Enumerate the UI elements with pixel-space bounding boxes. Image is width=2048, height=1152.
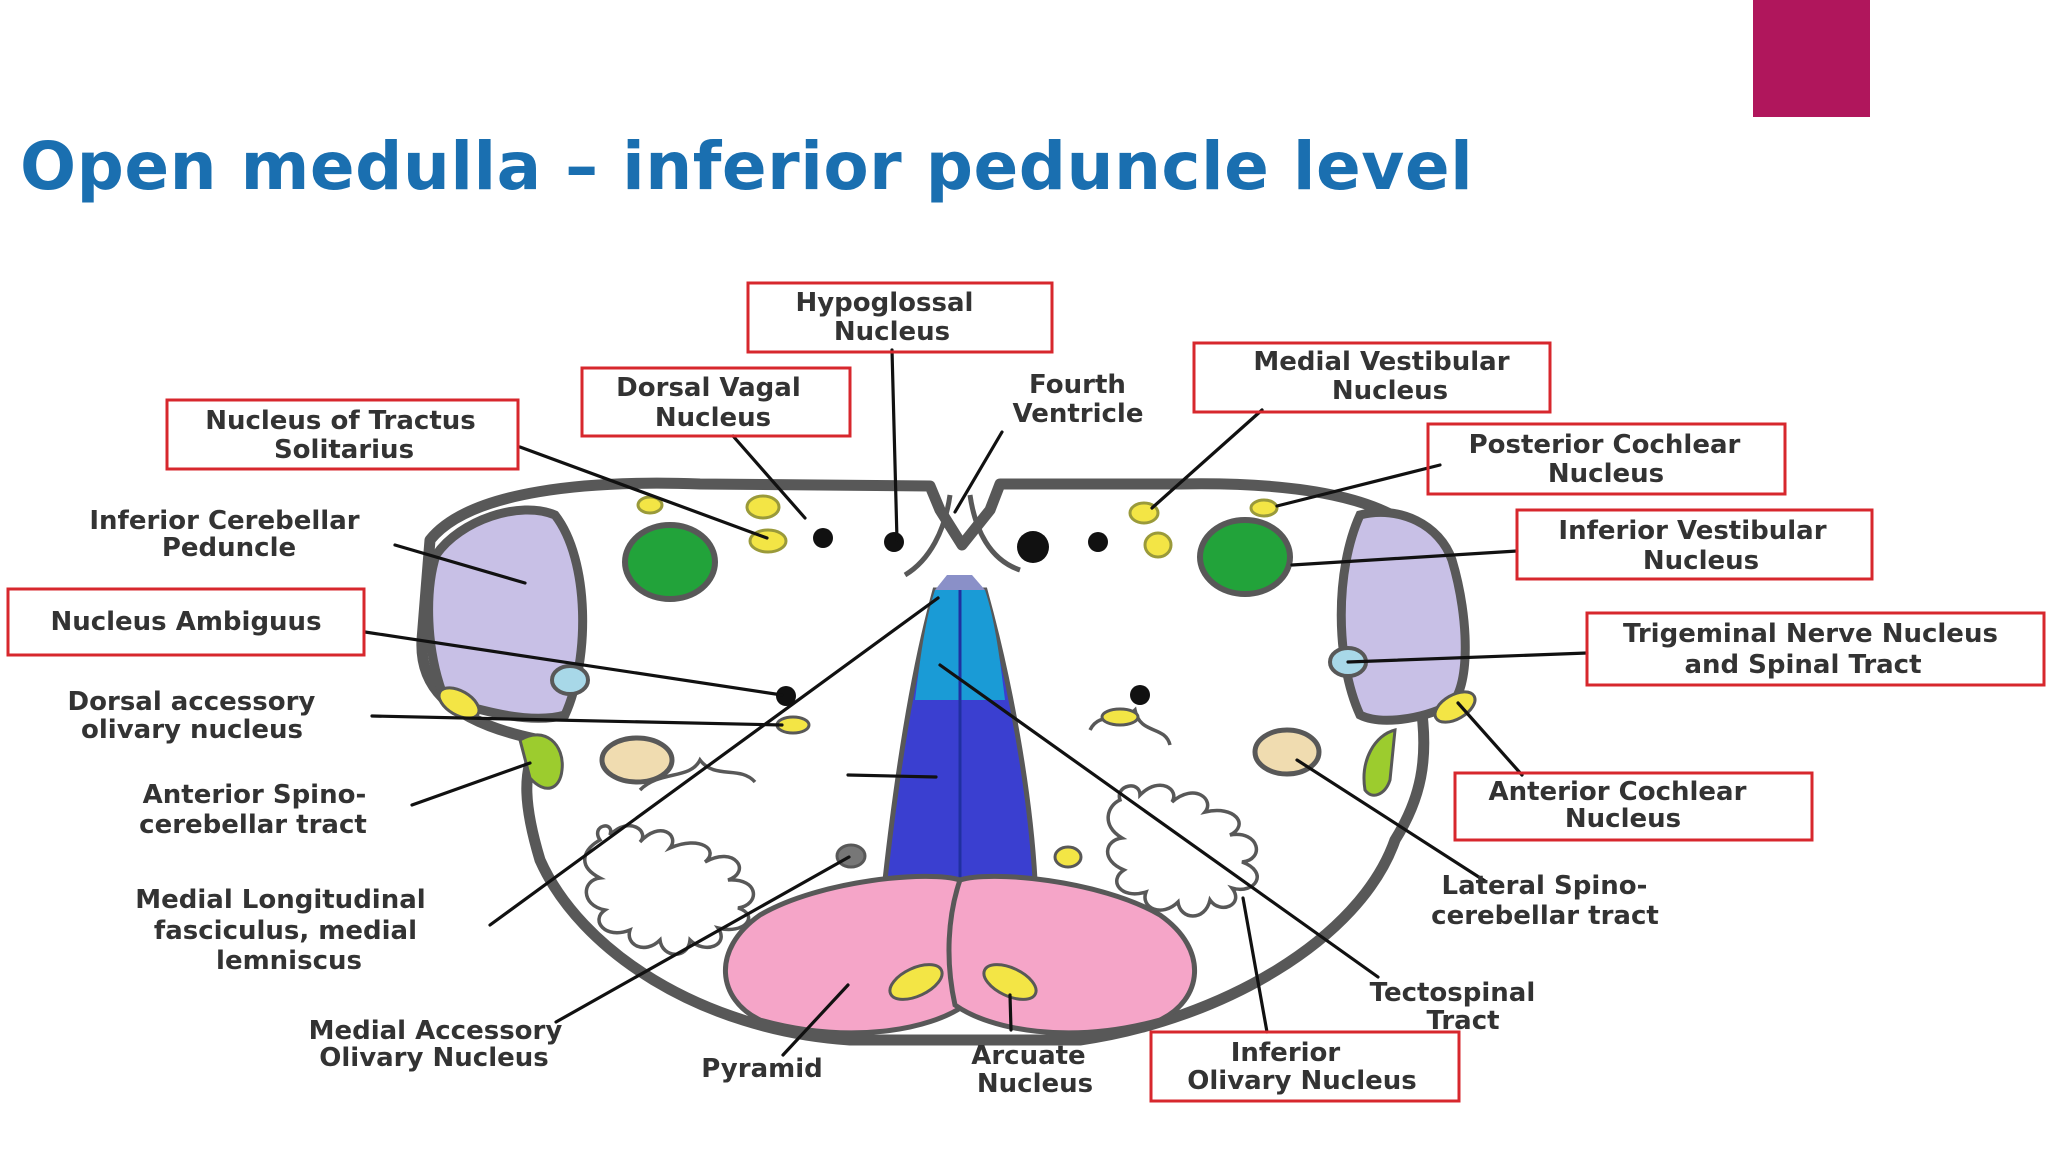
leader-mlf (488, 596, 940, 927)
label-medial-vestibular-nucleus: Medial Vestibular Nucleus (1253, 347, 1518, 406)
label-anterior-cochlear-nucleus: Anterior Cochlear Nucleus (1488, 777, 1755, 834)
box-medial-vestibular (1192, 341, 1552, 414)
inferior-cerebellar-peduncle-left (424, 505, 588, 723)
dorsal-yellow-nuclei (636, 494, 1279, 559)
label-dorsal-accessory-olivary-nucleus: Dorsal accessory olivary nucleus (68, 687, 325, 745)
label-pyramid: Pyramid (701, 1054, 822, 1084)
leader-solitarius (518, 445, 769, 540)
label-dorsal-vagal-nucleus: Dorsal Vagal Nucleus (616, 373, 810, 433)
leader-tectospinal (938, 663, 1380, 979)
mlf-top (935, 575, 985, 590)
label-arcuate-nucleus: Arcuate Nucleus (971, 1041, 1095, 1099)
dorsal-accessory-olive-right (1088, 706, 1172, 746)
black-dots (776, 528, 1150, 706)
leader-arcuate (1008, 993, 1013, 1032)
dorsal-vagal-nucleus-left (745, 494, 781, 520)
leader-lateral-spinocerebellar (1295, 758, 1487, 883)
nucleus-ambiguus-left-yellow (437, 686, 481, 720)
vestibular-nucleus-right (1197, 517, 1293, 597)
accent-block (1753, 0, 1870, 117)
label-medial-accessory-olivary-nucleus: Medial Accessory Olivary Nucleus (309, 1016, 572, 1073)
box-inferior-vestibular (1515, 508, 1874, 581)
dot-right-large (1017, 531, 1049, 563)
leader-posterior-cochlear (1275, 463, 1442, 508)
label-posterior-cochlear-nucleus: Posterior Cochlear Nucleus (1469, 430, 1750, 489)
leader-inferior-olivary (1241, 896, 1269, 1034)
label-anterior-spinocerebellar-tract: Anterior Spino- cerebellar tract (139, 780, 375, 840)
label-tectospinal-tract: Tectospinal Tract (1370, 978, 1545, 1036)
labels: Hypoglossal Nucleus Dorsal Vagal Nucleus… (50, 288, 2007, 1099)
leader-medial-vestibular (1150, 408, 1264, 510)
leader-pyramid (781, 983, 850, 1057)
label-medial-longitudinal-fasciculus: Medial Longitudinal fasciculus, medial l… (135, 885, 435, 976)
dorsal-accessory-olivary-right (1100, 707, 1140, 727)
dot-hypoglossal (884, 532, 904, 552)
leader-inferior-vestibular (1290, 549, 1519, 567)
medial-accessory-olivary-right (1053, 845, 1083, 869)
leader-dorsal-vagal (731, 434, 807, 520)
label-inferior-vestibular-nucleus: Inferior Vestibular Nucleus (1558, 516, 1835, 576)
leader-anterior-cochlear (1456, 701, 1524, 777)
trigeminal-nucleus-left (550, 664, 590, 696)
spinocerebellar-tract-right (1362, 728, 1397, 797)
dot-dorsal-vagal (813, 528, 833, 548)
arcuate-nucleus-left (888, 963, 944, 1001)
midline-raphe (903, 494, 1021, 578)
leader-hypoglossal (890, 348, 899, 542)
label-boxes (6, 281, 2046, 1103)
label-trigeminal-nerve-nucleus: Trigeminal Nerve Nucleus and Spinal Trac… (1623, 619, 2007, 680)
label-hypoglossal-nucleus: Hypoglossal Nucleus (795, 288, 982, 347)
box-inferior-olivary (1149, 1030, 1461, 1103)
posterior-cochlear-small (1249, 498, 1279, 518)
arcuate-nucleus-right (982, 963, 1038, 1001)
label-nucleus-tractus-solitarius: Nucleus of Tractus Solitarius (205, 406, 485, 465)
leader-medial-accessory-olivary (554, 855, 851, 1024)
leader-nucleus-ambiguus (363, 630, 784, 697)
label-inferior-olivary-nucleus: Inferior Olivary Nucleus (1187, 1038, 1416, 1096)
vestibular-nucleus-left (622, 522, 718, 602)
box-trigeminal (1585, 611, 2046, 687)
leader-inferior-cerebellar (393, 543, 527, 585)
leader-anterior-spinocerebellar (410, 761, 532, 807)
leader-trigeminal (1346, 651, 1589, 664)
medial-accessory-olivary-left (835, 843, 867, 869)
label-nucleus-ambiguus: Nucleus Ambiguus (50, 607, 321, 637)
box-nucleus-ambiguus (6, 587, 366, 657)
label-inferior-cerebellar-peduncle: Inferior Cerebellar Peduncle (89, 506, 368, 563)
label-fourth-ventricle: Fourth Ventricle (1013, 370, 1144, 429)
nucleus-right-lower (1143, 531, 1173, 559)
box-posterior-cochlear (1426, 422, 1787, 496)
dot-nucleus-ambiguus (776, 686, 796, 706)
leader-lines (363, 348, 1589, 1057)
anterior-spinocerebellar-tract-left (518, 733, 564, 790)
box-dorsal-vagal (580, 366, 852, 438)
dot-right-ambiguus (1130, 685, 1150, 705)
leader-dorsal-accessory-olivary (370, 714, 784, 727)
label-lateral-spinocerebellar-tract: Lateral Spino- cerebellar tract (1431, 871, 1659, 931)
inferior-olivary-nucleus-left (583, 823, 755, 956)
leader-medial-lemniscus (846, 773, 938, 779)
box-hypoglossal (746, 281, 1054, 354)
medulla-section (416, 477, 1477, 1046)
tan-nucleus-left (599, 735, 675, 785)
box-solitarius (165, 398, 520, 471)
leader-fourth-ventricle (953, 430, 1004, 514)
slide-title: Open medulla – inferior peduncle level (20, 128, 1474, 205)
solitarius-nucleus-left (636, 495, 664, 515)
dot-right-small (1088, 532, 1108, 552)
inferior-cerebellar-peduncle-right (1336, 507, 1470, 725)
box-anterior-cochlear (1453, 771, 1814, 842)
nucleus-ambiguus-right-yellow (1433, 690, 1477, 724)
inferior-olivary-nucleus-right (1105, 783, 1259, 918)
